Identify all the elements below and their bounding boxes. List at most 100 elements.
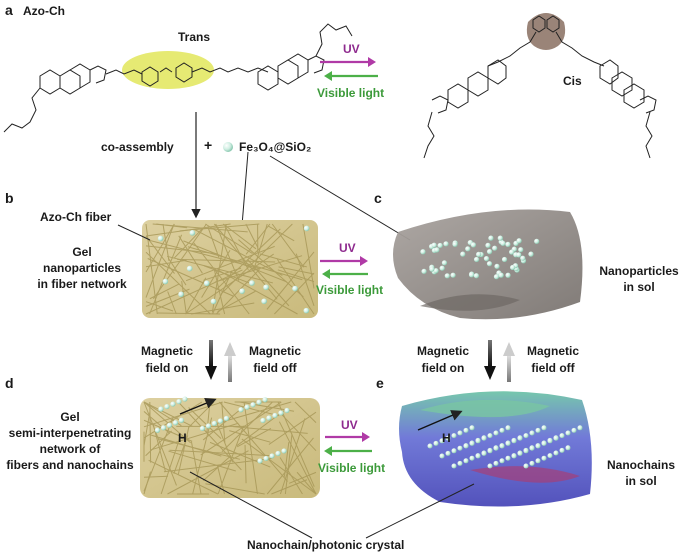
gel-fiber-network — [142, 220, 318, 318]
nanoparticle — [452, 242, 457, 247]
nanochain-particle — [524, 464, 529, 469]
panel-label-e: e — [376, 375, 384, 391]
nanochain-particle — [548, 453, 553, 458]
nanochain-particle — [170, 401, 175, 406]
nanochain-particle — [446, 451, 451, 456]
nanoparticle — [520, 256, 525, 261]
trans-highlight — [122, 51, 214, 89]
np-sol-line1: Nanoparticles — [593, 264, 685, 278]
nanochain-particle — [464, 444, 469, 449]
nanochain-particle — [238, 407, 243, 412]
nanochain-particle — [464, 458, 469, 463]
nanoparticle — [499, 273, 504, 278]
nanochain-particle — [542, 456, 547, 461]
nanoparticle — [485, 243, 490, 248]
blue-sol-blob — [399, 391, 592, 506]
visible-light-label-a: Visible light — [317, 86, 384, 100]
nanochain-particle — [488, 464, 493, 469]
field-off-left-2: field off — [240, 361, 310, 375]
trans-label: Trans — [178, 30, 210, 44]
panel-label-c: c — [374, 190, 382, 206]
nanoparticle — [429, 267, 434, 272]
cis-molecule — [424, 13, 656, 158]
nanochain-particle — [428, 444, 433, 449]
nanoparticle — [476, 252, 481, 257]
nanoparticle — [432, 243, 437, 248]
nanochain-particle — [512, 454, 517, 459]
field-off-right-1: Magnetic — [518, 344, 588, 358]
nanochain-particle — [518, 451, 523, 456]
nanochain-particle — [476, 454, 481, 459]
nanochain-particle — [554, 451, 559, 456]
nanoparticle — [204, 280, 210, 286]
nanochain-particle — [161, 425, 166, 430]
gel-np-line3: in fiber network — [22, 277, 142, 291]
photonic-leader-right — [366, 484, 474, 538]
gel-nanochain-network — [140, 396, 320, 498]
nanoparticle — [158, 236, 164, 242]
field-on-left-1: Magnetic — [132, 344, 202, 358]
nanochain-particle — [179, 418, 184, 423]
nanochains-sol-line1: Nanochains — [597, 458, 685, 472]
nanoparticle — [465, 246, 470, 251]
nanoparticle — [178, 291, 184, 297]
nanochain-particle — [530, 446, 535, 451]
nanochain-particle — [275, 451, 280, 456]
nanochain-particle — [548, 438, 553, 443]
nanochain-particle — [176, 399, 181, 404]
visible-light-label-d: Visible light — [318, 461, 385, 475]
nanochain-particle — [167, 423, 172, 428]
nanochains-sol-line2: in sol — [597, 474, 685, 488]
nanoparticle — [450, 273, 455, 278]
nanoparticle — [528, 252, 533, 257]
panel-label-b: b — [5, 190, 14, 206]
nanoparticle — [440, 266, 445, 271]
nanochain-particle — [506, 425, 511, 430]
nanochain-particle — [482, 451, 487, 456]
nanochain-particle — [452, 464, 457, 469]
nanochain-particle — [173, 420, 178, 425]
magnetic-arrows-right — [484, 340, 515, 382]
nanochain-particle — [470, 441, 475, 446]
cis-label: Cis — [563, 74, 582, 88]
nanochain-particle — [572, 428, 577, 433]
nanoparticle — [488, 236, 493, 241]
nanoparticle — [500, 241, 505, 246]
nanoparticle — [516, 252, 521, 257]
magnetic-arrows-left — [205, 340, 236, 382]
nanoparticle — [498, 236, 503, 241]
field-off-left-1: Magnetic — [240, 344, 310, 358]
nanoparticle — [434, 247, 439, 252]
nanochain-particle — [506, 456, 511, 461]
nanoparticle — [505, 273, 510, 278]
gel-semi-line2: semi-interpenetrating — [0, 426, 140, 440]
fiber-label: Azo-Ch fiber — [40, 210, 111, 224]
nanoparticle — [510, 265, 515, 270]
field-on-left-2: field on — [132, 361, 202, 375]
particle-icon — [223, 142, 233, 152]
nanoparticle — [505, 242, 510, 247]
nanochain-particle — [500, 428, 505, 433]
nanochain-particle — [224, 416, 229, 421]
nanochain-particle — [250, 402, 255, 407]
nanochain-particle — [281, 448, 286, 453]
nanoparticle — [442, 260, 447, 265]
nanoparticle — [211, 299, 217, 305]
nanochain-particle — [257, 458, 262, 463]
co-assembly-label: co-assembly — [101, 140, 174, 154]
nanoparticle — [443, 241, 448, 246]
nanochain-particle — [206, 423, 211, 428]
nanochain-particle — [434, 441, 439, 446]
gray-sol-blob — [393, 210, 582, 320]
compound-name: Azo-Ch — [23, 4, 65, 18]
nanochain-particle — [524, 448, 529, 453]
photonic-crystal-label: Nanochain/photonic crystal — [247, 538, 404, 552]
nanochain-particle — [506, 441, 511, 446]
nanochain-particle — [554, 436, 559, 441]
nanoparticle — [494, 274, 499, 279]
nanochain-particle — [560, 448, 565, 453]
field-off-right-2: field off — [518, 361, 588, 375]
nanochain-particle — [155, 428, 160, 433]
nanochain-particle — [578, 425, 583, 430]
